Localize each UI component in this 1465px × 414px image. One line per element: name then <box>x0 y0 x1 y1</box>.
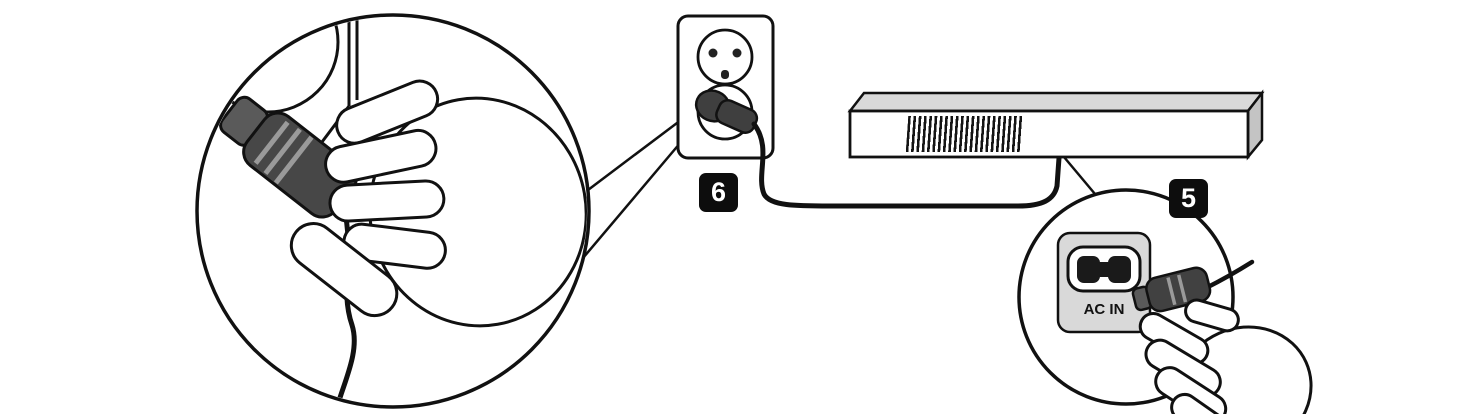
power-cable <box>751 121 1062 209</box>
ac-in-label: AC IN <box>1084 301 1125 318</box>
finger <box>1170 392 1236 414</box>
step-badge-6: 6 <box>699 173 738 212</box>
plug-in-outlet <box>694 89 759 134</box>
callout-line-right <box>1063 156 1096 195</box>
device-top-face <box>847 91 1265 113</box>
callout-lines-left <box>582 119 682 259</box>
socket-hole-left <box>708 48 718 58</box>
hand-right <box>1138 298 1313 414</box>
hand-left <box>289 79 587 328</box>
plug-grip-ridges <box>1166 274 1188 306</box>
finger <box>328 179 446 223</box>
finger <box>324 128 438 184</box>
thumb <box>1184 298 1240 333</box>
inlet-hole-right <box>1108 256 1131 283</box>
ac-inlet: AC IN <box>1056 231 1152 334</box>
outlet-socket-arc <box>199 17 340 114</box>
plug-grip-ridges <box>253 120 314 185</box>
power-plug-large <box>219 95 358 219</box>
socket-ground-slot <box>721 70 729 79</box>
thumb <box>289 222 399 318</box>
finger <box>335 79 440 145</box>
socket-hole-right <box>732 48 742 58</box>
inlet-hole-left <box>1077 256 1100 283</box>
wall-outlet <box>676 14 775 160</box>
step-badge-5: 5 <box>1169 179 1208 218</box>
magnifier-left-content <box>199 17 587 405</box>
palm <box>1175 325 1313 414</box>
ventilation-grille-icon <box>905 116 1025 152</box>
